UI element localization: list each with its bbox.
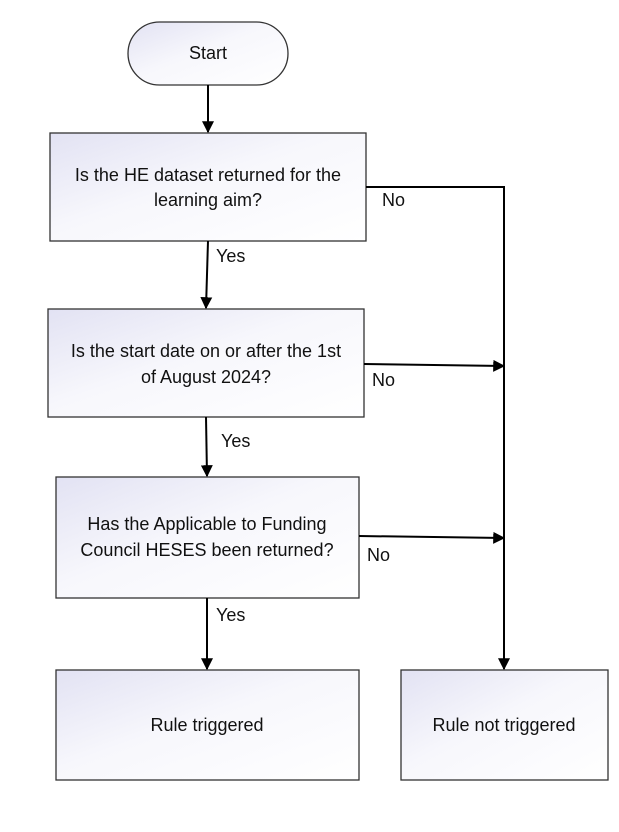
decision-heses-line-2: Council HESES been returned? (80, 540, 333, 560)
label-decision-1-yes: Yes (216, 246, 245, 266)
start-node: Start (127, 21, 289, 86)
outcome-rule-triggered: Rule triggered (55, 669, 360, 781)
decision-start-date: Is the start date on or after the 1st of… (47, 308, 365, 418)
arrow-decision-3-no (358, 531, 506, 544)
decision-he-dataset-line-2: learning aim? (154, 190, 262, 210)
decision-heses-line-1: Has the Applicable to Funding (87, 514, 326, 534)
decision-heses-returned: Has the Applicable to Funding Council HE… (55, 476, 360, 599)
label-decision-2-no: No (372, 370, 395, 390)
start-label: Start (189, 43, 227, 63)
decision-he-dataset-line-1: Is the HE dataset returned for the (75, 165, 341, 185)
decision-start-date-line-2: of August 2024? (141, 367, 271, 387)
outcome-rule-not-triggered-label: Rule not triggered (432, 715, 575, 735)
outcome-rule-triggered-label: Rule triggered (150, 715, 263, 735)
arrow-decision-2-no (363, 359, 506, 372)
arrow-decision-1-no (366, 186, 510, 671)
arrow-decision-1-yes (200, 240, 213, 310)
outcome-rule-not-triggered: Rule not triggered (400, 669, 609, 781)
decision-start-date-line-1: Is the start date on or after the 1st (71, 341, 341, 361)
arrow-decision-2-yes (200, 416, 213, 478)
label-decision-3-yes: Yes (216, 605, 245, 625)
label-decision-1-no: No (382, 190, 405, 210)
label-decision-2-yes: Yes (221, 431, 250, 451)
label-decision-3-no: No (367, 545, 390, 565)
decision-he-dataset: Is the HE dataset returned for the learn… (49, 132, 367, 242)
